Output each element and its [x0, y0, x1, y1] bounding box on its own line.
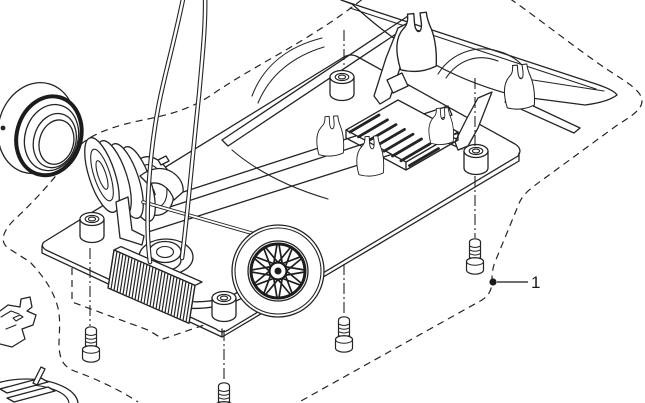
deck-molding-curves	[251, 37, 325, 104]
screw-front-left	[81, 326, 101, 363]
body-outline-left	[2, 0, 363, 403]
callout-dot	[489, 278, 497, 286]
motor-wires	[145, 0, 208, 265]
hidden-part-outline	[71, 268, 229, 340]
body-post-rear-left	[329, 69, 355, 102]
tray-ribs	[348, 113, 440, 167]
steering-linkage-parts	[0, 296, 79, 403]
screw-mid	[334, 316, 354, 353]
tire-valve-dot	[0, 125, 6, 131]
callout-1: 1	[489, 273, 540, 292]
spare-tire	[0, 81, 84, 178]
screw-front-center	[214, 382, 234, 403]
servo-hub	[148, 240, 182, 264]
rear-brace-arm-right	[454, 91, 493, 151]
screw-rear-right	[465, 238, 485, 275]
rear-body-mount	[221, 0, 618, 200]
screw-axis-lines	[89, 30, 476, 381]
body-post-front-left	[79, 211, 105, 244]
heatsink-fins	[107, 249, 196, 324]
linkage-pin	[32, 366, 46, 386]
servo-case-part	[0, 296, 37, 348]
motor-mount-foot	[115, 196, 145, 246]
callout-label: 1	[531, 273, 540, 292]
body-post-front-center	[211, 290, 237, 323]
body-post-rear-right	[463, 143, 489, 176]
motor-brush-heatsink	[107, 245, 203, 325]
chassis-plate-thickness	[41, 152, 520, 338]
rear-deck-edge	[221, 15, 415, 147]
deck-lower-wall	[231, 149, 329, 200]
deck-clip	[386, 72, 409, 94]
front-wheel	[231, 224, 325, 318]
